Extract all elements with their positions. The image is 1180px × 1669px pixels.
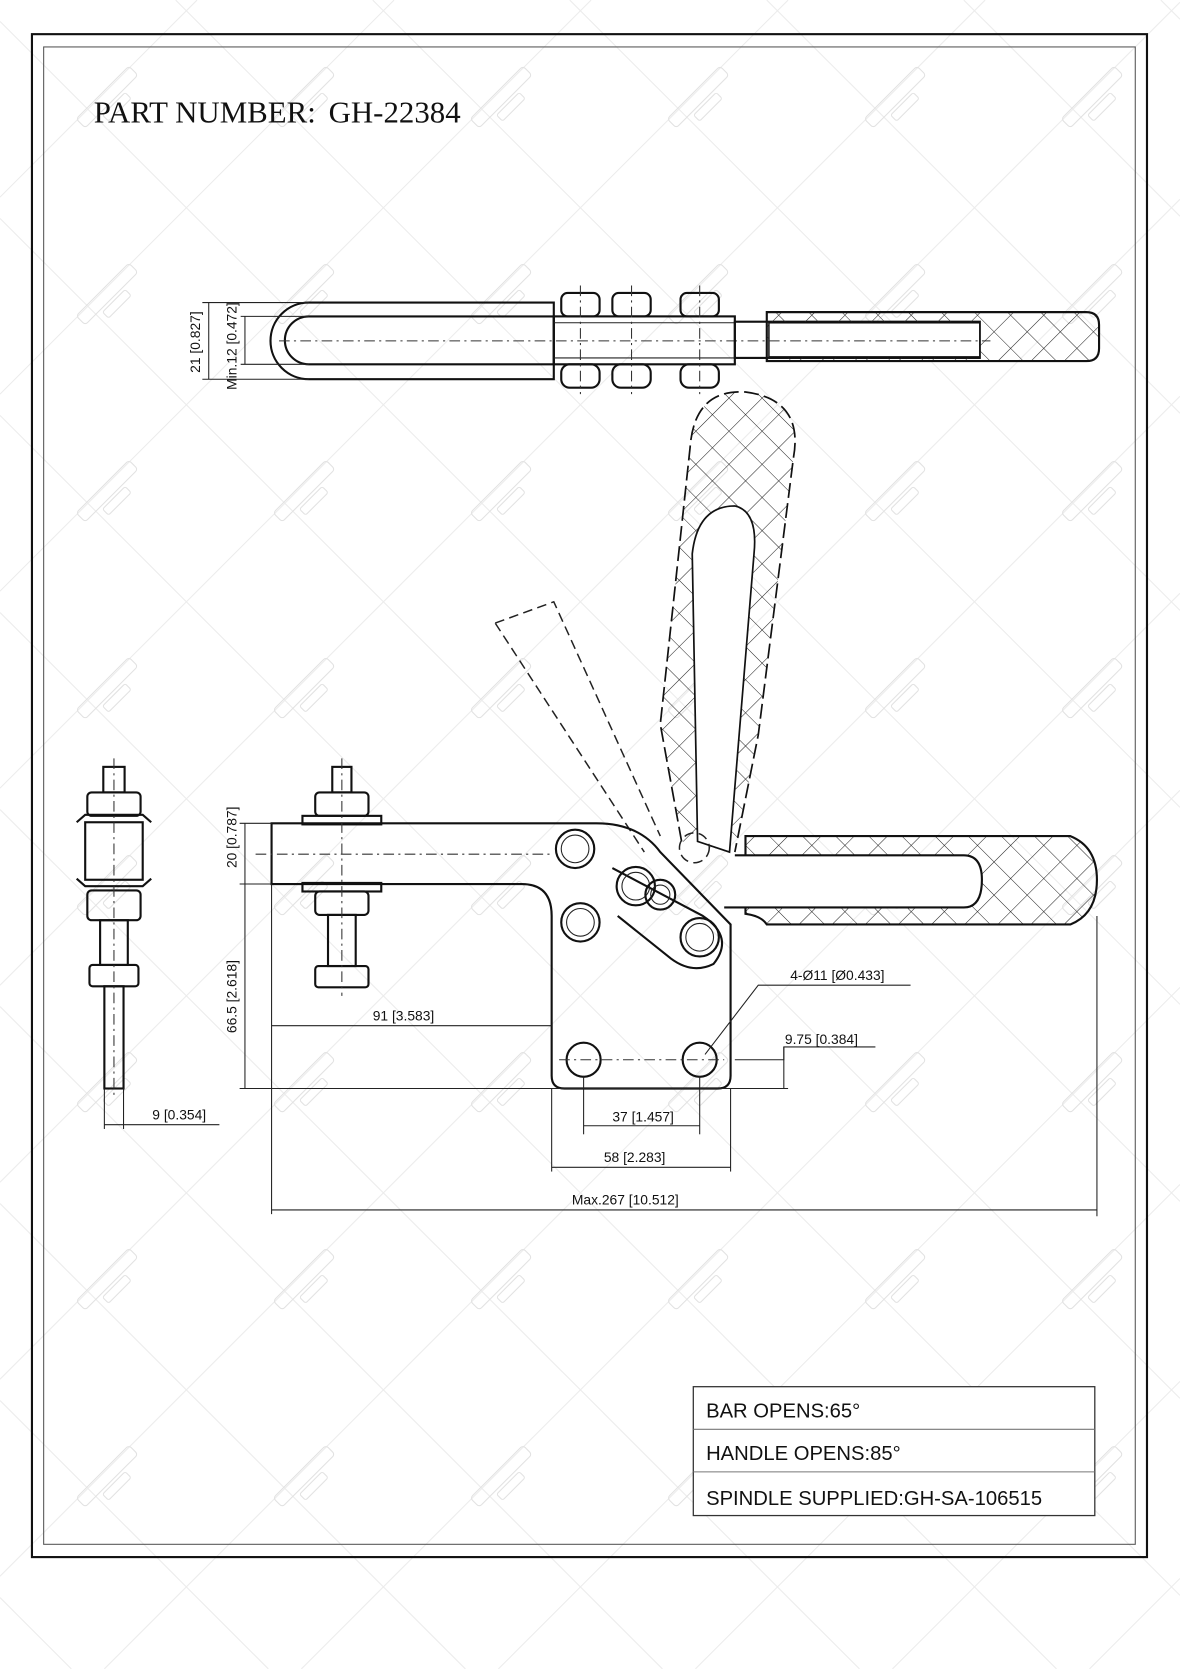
side-view — [75, 758, 1098, 1098]
open-handle-outline — [494, 391, 796, 854]
watermark-logo — [865, 66, 926, 128]
dim-max-length: Max.267 [10.512] — [572, 1192, 679, 1208]
spec-handle-opens: HANDLE OPENS:85° — [706, 1443, 901, 1465]
watermark-logo — [1062, 1052, 1123, 1113]
watermark-logo — [470, 1052, 532, 1113]
dim-arm-reach: 91 [3.583] — [373, 1007, 435, 1023]
watermark-logo — [668, 263, 729, 325]
watermark-logo — [668, 855, 729, 916]
dim-hole-offset: 9.75 [0.384] — [785, 1031, 858, 1047]
watermark-logo — [273, 460, 335, 522]
pivot-pin — [678, 832, 711, 864]
watermark-logo — [470, 1249, 532, 1310]
part-number-title: PART NUMBER:GH-22384 — [94, 95, 461, 130]
dim-base-width: 58 [2.283] — [604, 1149, 666, 1165]
dim-hole-spacing: 37 [1.457] — [612, 1109, 674, 1125]
inner-frame — [43, 46, 1136, 1545]
watermark-logo — [470, 1446, 532, 1507]
outer-frame — [30, 33, 1149, 1559]
watermark-logo — [470, 855, 532, 916]
pivot-pin — [560, 902, 601, 943]
watermark-logo — [76, 460, 138, 522]
dim-base-height: 66.5 [2.618] — [223, 960, 239, 1033]
dim-slot-min: Min.12 [0.472] — [223, 302, 239, 390]
spec-spindle: SPINDLE SUPPLIED:GH-SA-106515 — [706, 1488, 1042, 1510]
pivot-pin — [554, 828, 596, 870]
watermark-logo — [865, 1052, 926, 1113]
watermark-logo — [76, 1052, 138, 1113]
watermark-logo — [273, 1446, 335, 1507]
watermark-logo — [273, 66, 335, 128]
watermark-logo — [273, 263, 335, 325]
watermark-logo — [273, 855, 335, 916]
watermark-logo — [470, 460, 532, 522]
watermark-logo — [668, 1249, 729, 1310]
watermark-logo — [865, 657, 926, 719]
dim-arm-height: 20 [0.787] — [223, 807, 239, 869]
watermark-logo — [76, 66, 138, 128]
watermark-logo — [668, 66, 729, 128]
watermark-logo — [470, 263, 532, 325]
watermark-logo — [865, 1249, 926, 1310]
watermark-logo — [76, 1249, 138, 1310]
pivot-pin — [644, 878, 677, 911]
watermark-logo — [273, 1052, 335, 1113]
watermark-logo — [76, 263, 138, 325]
watermark-logo — [1062, 657, 1123, 719]
watermark-logo — [76, 657, 138, 719]
watermark-logo — [470, 657, 532, 719]
spec-bar-opens: BAR OPENS:65° — [706, 1401, 860, 1423]
dim-spindle-dia: 9 [0.354] — [152, 1106, 206, 1122]
watermark-logo — [470, 66, 532, 128]
watermark-logo — [1062, 66, 1123, 128]
top-view: 21 [0.827] Min.12 [0.472] — [187, 285, 1101, 395]
watermark-logo — [273, 1249, 335, 1310]
dim-top-width: 21 [0.827] — [187, 311, 203, 373]
watermark-logo — [273, 657, 335, 719]
watermark-logo — [865, 460, 926, 522]
pivot-pin — [679, 917, 720, 958]
dim-holes: 4-Ø11 [Ø0.433] — [790, 967, 884, 983]
watermark-logo — [1062, 1249, 1123, 1310]
watermark-logo — [76, 1446, 138, 1507]
watermark-logo — [1062, 460, 1123, 522]
dimension-lines: 20 [0.787] 66.5 [2.618] 91 [3.583] 4-Ø11… — [103, 807, 1098, 1217]
spec-table: BAR OPENS:65° HANDLE OPENS:85° SPINDLE S… — [692, 1386, 1096, 1517]
